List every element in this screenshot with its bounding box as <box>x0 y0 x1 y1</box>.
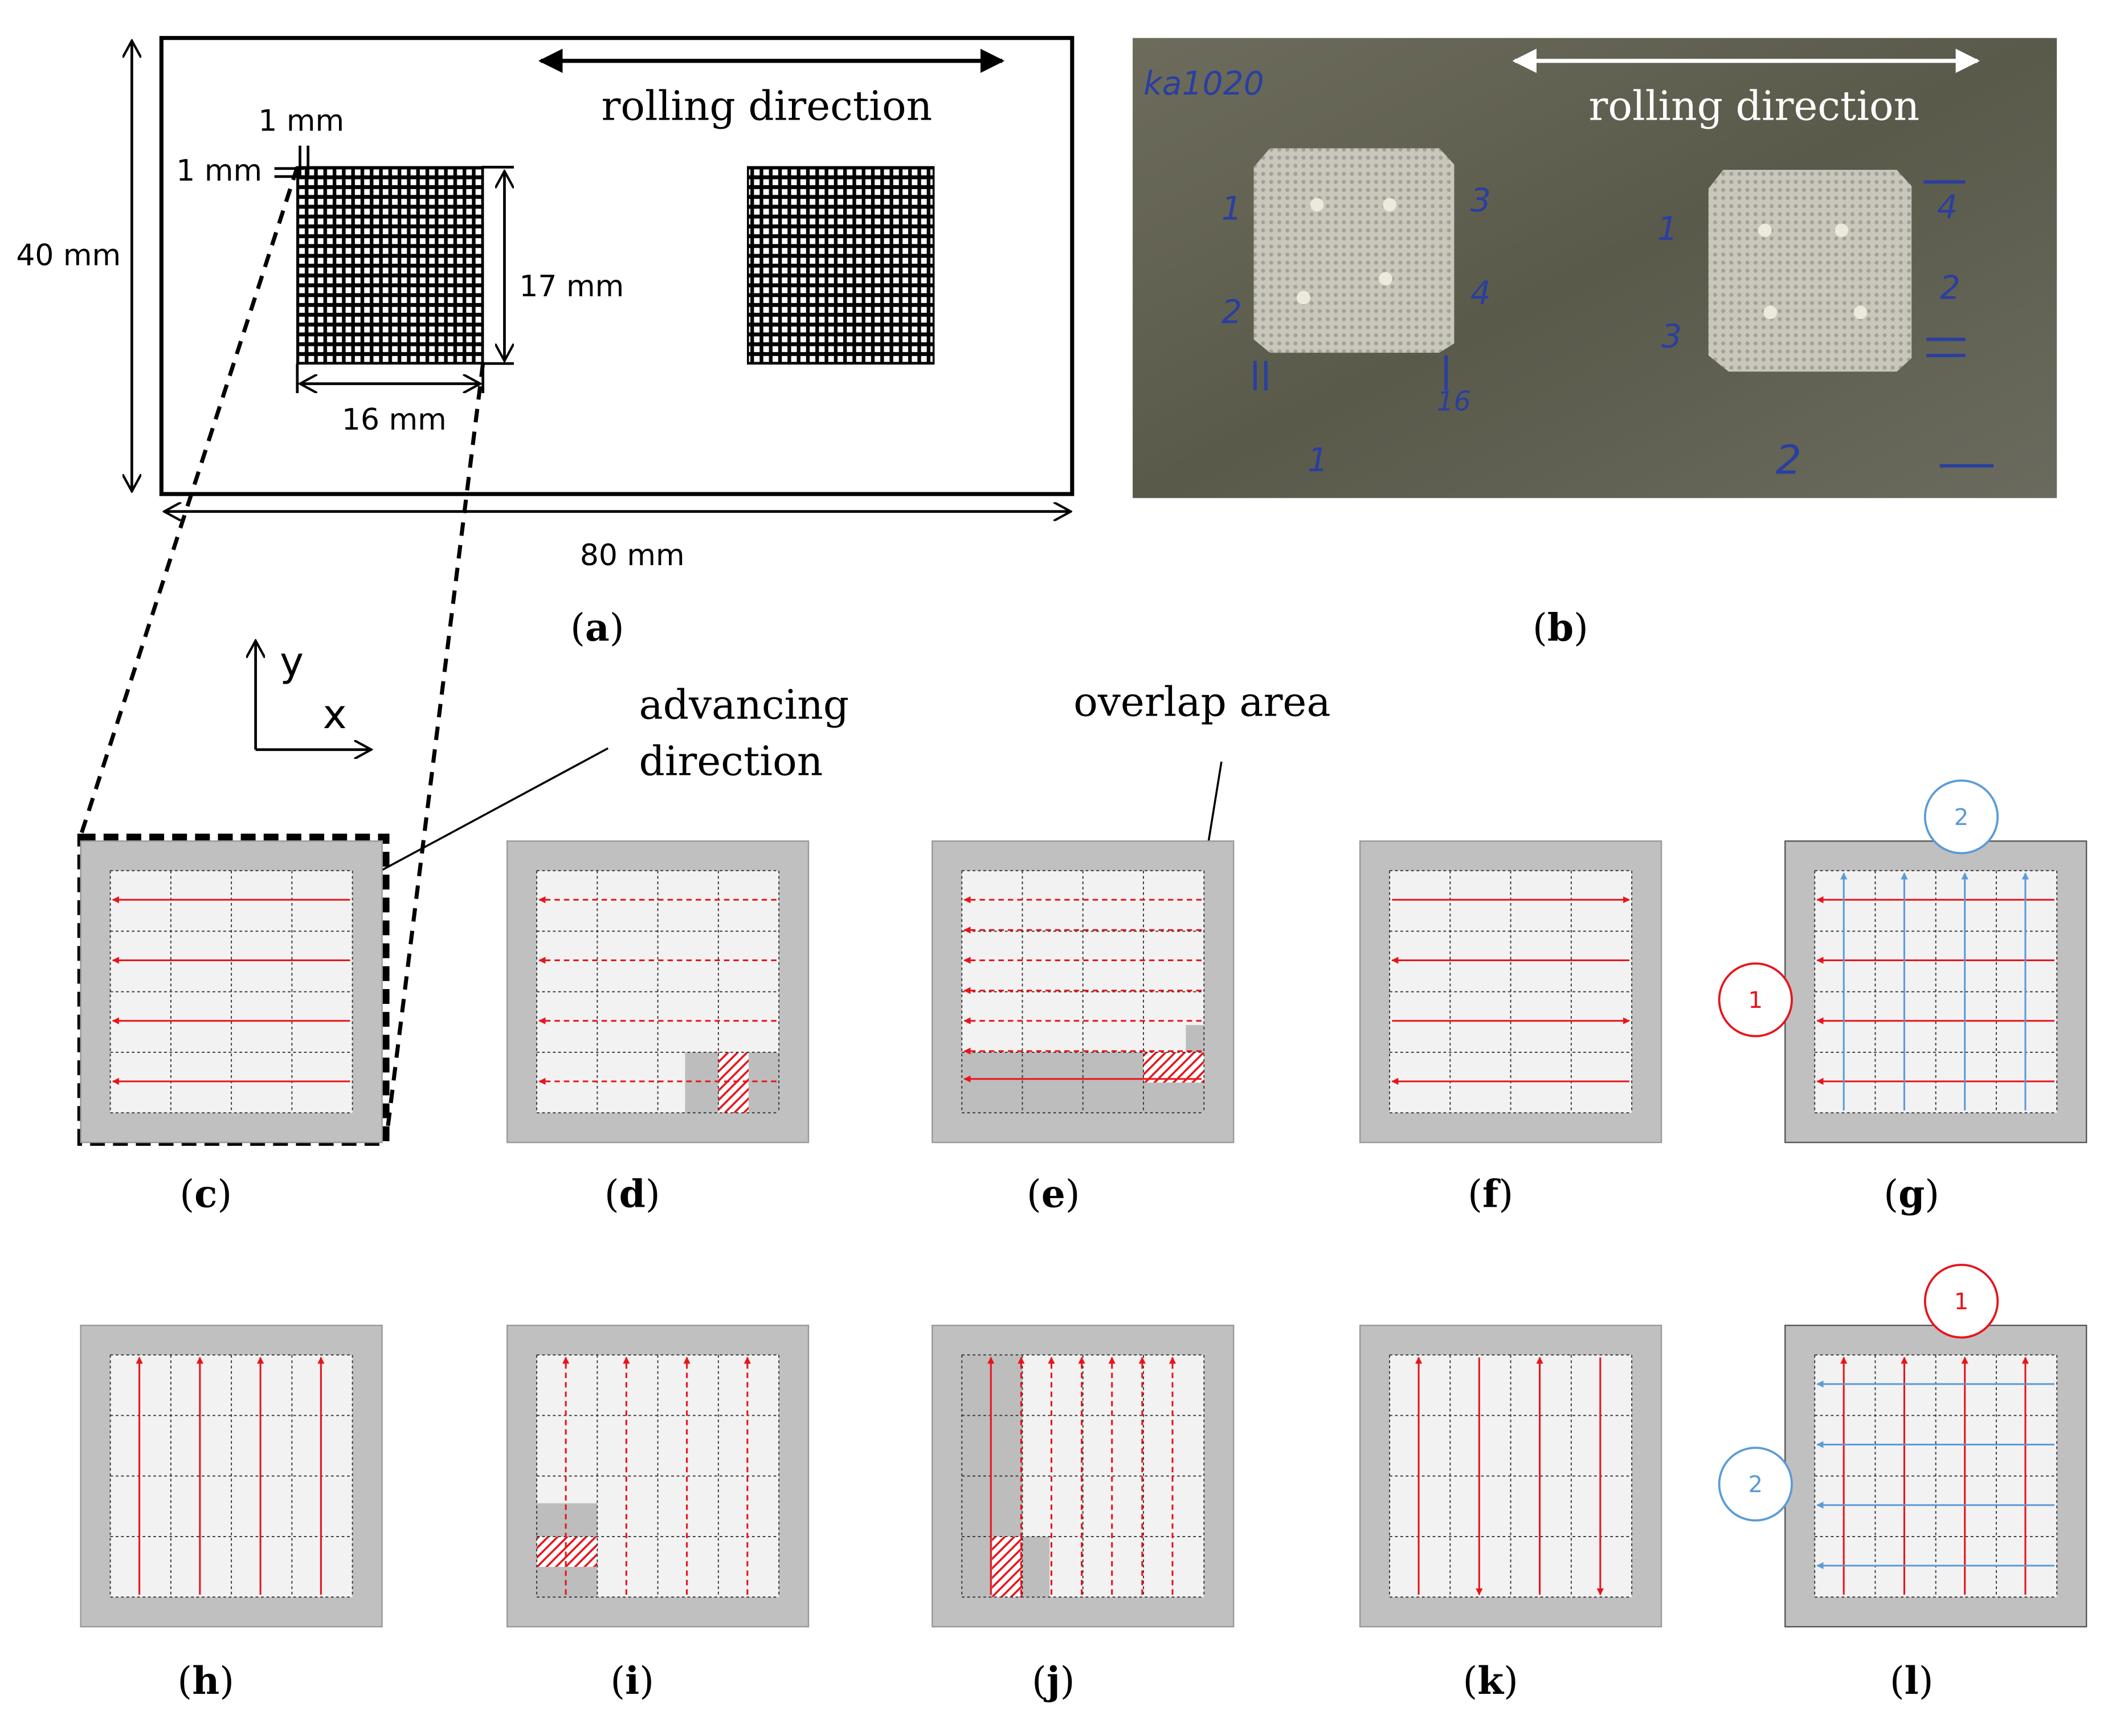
overlap-label: overlap area <box>1073 679 1330 726</box>
handwritten-number: 3 <box>1470 182 1491 219</box>
overlap-hatch <box>718 1052 749 1113</box>
strategy-panel-e <box>932 840 1235 1143</box>
strategy-panel-c <box>80 840 383 1143</box>
handwritten-marks: ka1020 1 2 3 4 16 1 2 3 4 2 1 <box>1143 65 1960 484</box>
caption-h: (h) <box>177 1659 234 1703</box>
order-badge-label: 1 <box>1749 987 1763 1014</box>
order-badge <box>1718 962 1793 1037</box>
handwritten-number: 16 <box>1437 386 1471 418</box>
handwritten-number: 4 <box>1470 275 1491 312</box>
overlap-hatch <box>537 1536 598 1567</box>
strategy-panel-d <box>506 840 810 1143</box>
handwritten-number: 1 <box>1222 190 1242 227</box>
shaded-region <box>1186 1025 1204 1052</box>
indent-marks <box>1297 198 1868 320</box>
order-badge <box>1923 779 1999 855</box>
x-axis-label: x <box>323 691 347 738</box>
panel-b: rolling direction ka1020 1 2 3 4 16 1 2 … <box>1133 38 2057 650</box>
strategy-panel-k <box>1359 1325 1662 1628</box>
advancing-label-line1: advancing <box>639 681 849 728</box>
order-badge <box>1718 1447 1793 1522</box>
handwritten-number: 4 <box>1937 189 1958 226</box>
caption-k: (k) <box>1463 1659 1518 1703</box>
handwritten-number: 2 <box>1222 293 1242 331</box>
caption-d: (d) <box>604 1172 660 1216</box>
caption-a: (a) <box>570 605 624 650</box>
order-badge-label: 2 <box>1954 804 1969 831</box>
grid-pattern-left <box>296 166 484 365</box>
grid-pattern-right <box>747 166 935 365</box>
handwritten-number: 2 <box>1940 269 1960 307</box>
handwritten-number: 2 <box>1776 436 1801 484</box>
handwritten-code: ka1020 <box>1143 65 1264 103</box>
order-badge-label: 2 <box>1749 1472 1763 1498</box>
order-badge <box>1923 1264 1999 1339</box>
strategy-panel-i <box>506 1325 810 1628</box>
grid-height-dim-label: 17 mm <box>519 269 624 304</box>
handwritten-number: 1 <box>1657 210 1678 248</box>
caption-g: (g) <box>1884 1172 1939 1216</box>
shaded-region <box>1022 1536 1050 1598</box>
caption-c: (c) <box>179 1172 232 1216</box>
strategy-panel-h <box>80 1325 383 1628</box>
rolling-direction-label: rolling direction <box>601 83 932 130</box>
caption-j: (j) <box>1032 1659 1075 1703</box>
handwritten-number: 1 <box>1308 442 1328 479</box>
advancing-label-line2: direction <box>639 738 823 785</box>
caption-e: (e) <box>1027 1172 1080 1216</box>
handwritten-arrows <box>1253 180 1994 468</box>
processed-area-right <box>1708 170 1912 372</box>
zoom-line-left <box>79 166 300 836</box>
strategy-panel-l: 12 <box>1718 1264 2088 1628</box>
caption-l: (l) <box>1890 1659 1934 1703</box>
overlap-hatch <box>992 1536 1023 1598</box>
panel-a: rolling direction 40 mm 80 mm 17 mm 16 m… <box>16 36 1075 650</box>
zoom-lines <box>79 166 485 1142</box>
caption-i: (i) <box>610 1659 654 1703</box>
y-axis-label: y <box>280 638 304 685</box>
strategy-panel-j <box>932 1325 1235 1628</box>
caption-b: (b) <box>1533 605 1588 650</box>
spacing-x-label: 1 mm <box>258 104 344 138</box>
callout-advancing: advancing direction <box>330 681 849 899</box>
handwritten-number: 3 <box>1661 318 1682 356</box>
order-badge-label: 1 <box>1954 1289 1969 1315</box>
strategy-panel-g: 12 <box>1718 779 2088 1143</box>
spacing-y-label: 1 mm <box>176 154 262 188</box>
photo-rolling-label: rolling direction <box>1589 83 1920 130</box>
xy-axes: y x <box>256 638 371 750</box>
overlap-hatch <box>1143 1052 1204 1083</box>
processed-area-left <box>1253 148 1455 353</box>
zoom-line-right <box>384 363 485 1142</box>
strategy-panel-f <box>1359 840 1662 1143</box>
height-dim-label: 40 mm <box>16 239 121 273</box>
width-dim-label: 80 mm <box>580 538 685 573</box>
grid-width-dim-label: 16 mm <box>342 403 447 437</box>
caption-f: (f) <box>1468 1172 1513 1216</box>
